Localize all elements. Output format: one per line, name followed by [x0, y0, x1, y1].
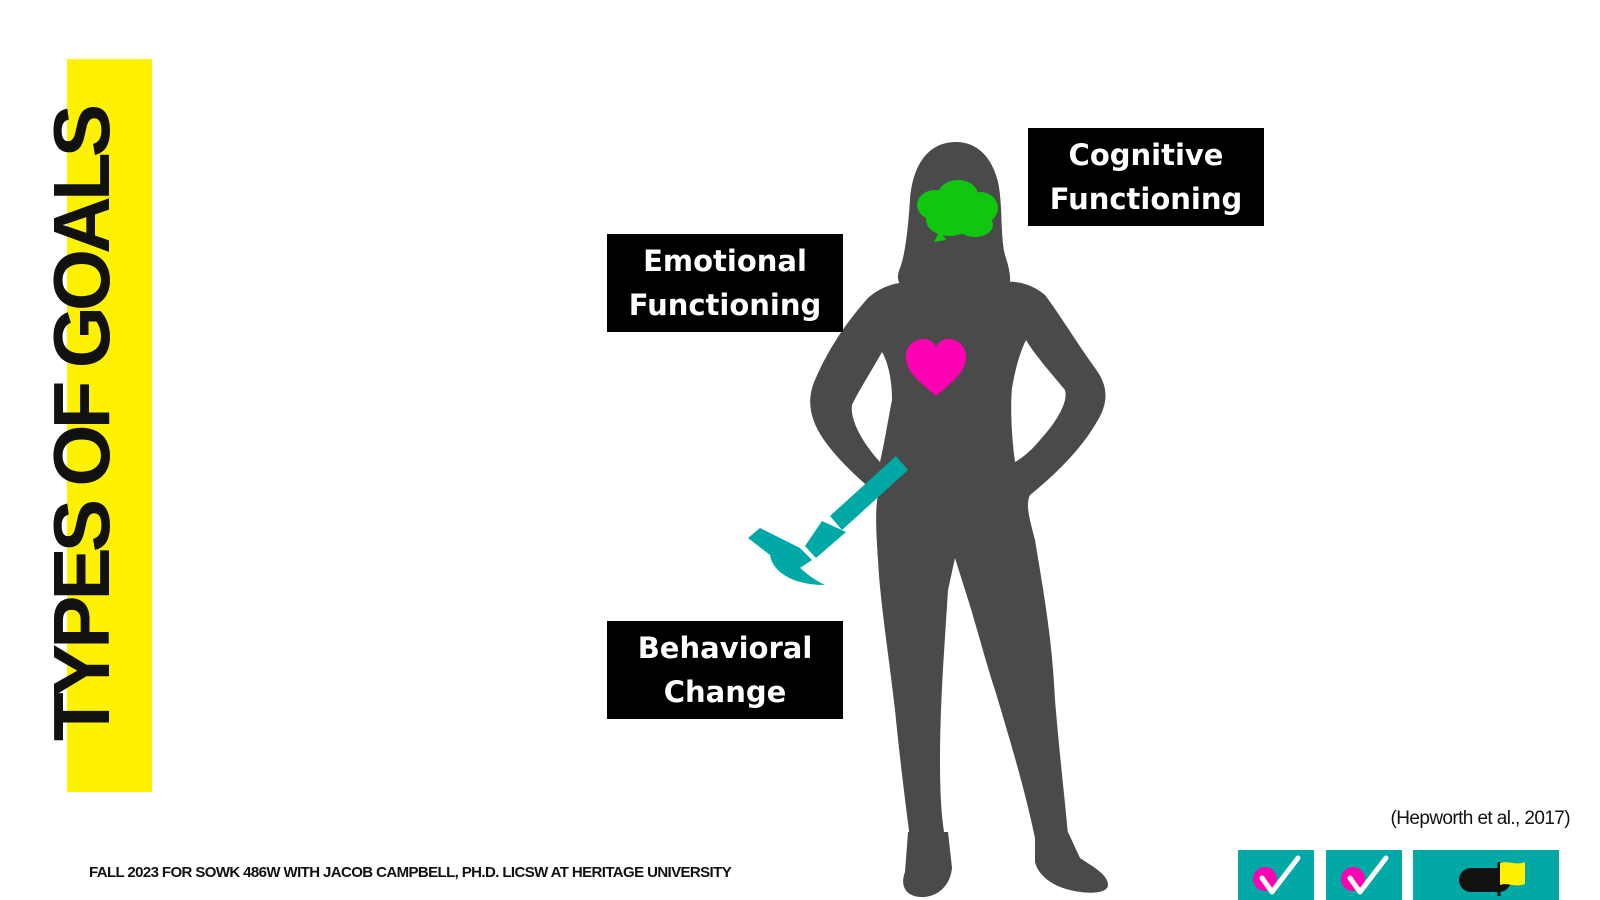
cognitive-label-line-1: Cognitive — [1068, 138, 1224, 172]
brain-icon — [917, 180, 998, 242]
hammer-icon — [748, 456, 908, 585]
emotional-label-line-2: Functioning — [628, 288, 822, 322]
cognitive-label-line-2: Functioning — [1049, 182, 1243, 216]
heart-icon — [906, 339, 966, 396]
title-highlight-bar — [67, 59, 152, 792]
course-footer: FALL 2023 FOR SOWK 486W WITH JACOB CAMPB… — [89, 864, 732, 881]
citation: (Hepworth et al., 2017) — [1390, 808, 1571, 829]
emotional-functioning-label: Emotional Functioning — [607, 234, 843, 332]
behavioral-label-line-1: Behavioral — [637, 631, 813, 665]
check-badge-icon — [1238, 850, 1314, 900]
toggle-flag-badge-icon — [1413, 850, 1559, 900]
emotional-label-line-1: Emotional — [643, 244, 807, 278]
behavioral-change-label: Behavioral Change — [607, 621, 843, 719]
check-badge-icon — [1326, 850, 1402, 900]
cognitive-functioning-label: Cognitive Functioning — [1028, 128, 1264, 226]
behavioral-label-line-2: Change — [663, 675, 787, 709]
